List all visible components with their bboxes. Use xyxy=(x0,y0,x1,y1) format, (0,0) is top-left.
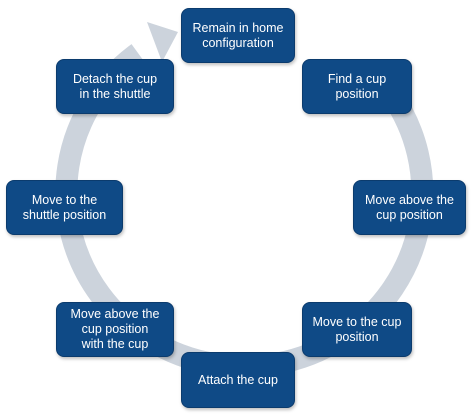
step-move-to-the-shuttle-position: Move to the shuttle position xyxy=(6,180,123,235)
cycle-arrow-head xyxy=(147,22,178,62)
step-move-to-the-cup-position: Move to the cup position xyxy=(302,302,412,357)
step-find-a-cup-position: Find a cup position xyxy=(302,59,412,114)
step-detach-the-cup-in-the-shuttle: Detach the cup in the shuttle xyxy=(56,59,174,114)
step-attach-the-cup: Attach the cup xyxy=(181,352,295,408)
step-move-above-the-cup-position-with-the-cup: Move above the cup position with the cup xyxy=(56,302,174,357)
step-remain-in-home-configuration: Remain in home configuration xyxy=(181,8,295,63)
step-move-above-the-cup-position: Move above the cup position xyxy=(353,180,466,235)
